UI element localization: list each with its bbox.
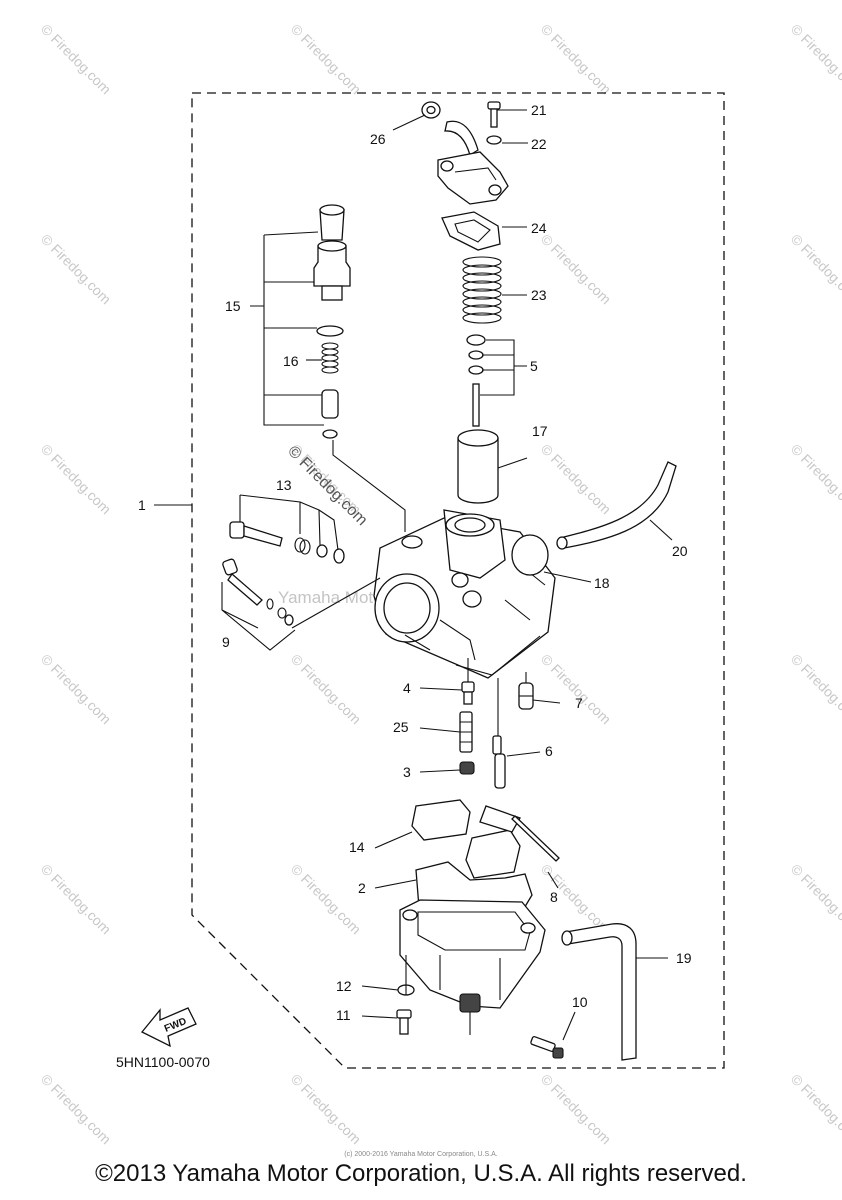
tiny-copyright-note: (c) 2000-2016 Yamaha Motor Corporation, … <box>344 1151 498 1158</box>
watermark: © Firedog.com <box>38 651 114 727</box>
callout-24: 24 <box>531 220 547 236</box>
part-26-hose-nipple <box>421 101 479 157</box>
watermark: © Firedog.com <box>538 441 614 517</box>
callout-10: 10 <box>572 994 588 1010</box>
starter-plunger <box>321 389 339 439</box>
part-5-needle-set <box>466 334 486 427</box>
callout-22: 22 <box>531 136 547 152</box>
watermark: © Firedog.com <box>788 231 842 307</box>
part-24-gasket <box>441 211 501 251</box>
part-19-drain-hose <box>561 923 637 1061</box>
fwd-arrow-icon: FWD <box>140 1007 197 1048</box>
callout-3: 3 <box>403 764 411 780</box>
assembly-boundary <box>191 92 725 1069</box>
leader-lines <box>154 109 673 1041</box>
float-bowl <box>399 899 546 1013</box>
watermark: © Firedog.com <box>788 1071 842 1147</box>
callout-13: 13 <box>276 477 292 493</box>
callout-12: 12 <box>336 978 352 994</box>
copyright-notice: ©2013 Yamaha Motor Corporation, U.S.A. A… <box>95 1160 747 1187</box>
watermark: © Firedog.com <box>38 861 114 937</box>
o-ring <box>316 325 344 337</box>
callout-16: 16 <box>283 353 299 369</box>
diagram-code: 5HN1100-0070 <box>116 1054 210 1070</box>
callout-7: 7 <box>575 695 583 711</box>
part-15-starter-plunger-set <box>313 204 351 337</box>
watermark: © Firedog.com <box>38 231 114 307</box>
callout-8: 8 <box>550 889 558 905</box>
part-8-float-pin <box>511 815 560 862</box>
callouts: 1 2 3 4 5 6 7 8 9 10 11 12 13 14 15 16 1… <box>138 102 692 1023</box>
part-21-screw <box>487 101 501 128</box>
callout-6: 6 <box>545 743 553 759</box>
watermark: © Firedog.com <box>788 441 842 517</box>
callout-20: 20 <box>672 543 688 559</box>
callout-19: 19 <box>676 950 692 966</box>
watermark: © Firedog.com <box>788 21 842 97</box>
watermark: © Firedog.com <box>288 1071 364 1147</box>
callout-9: 9 <box>222 634 230 650</box>
part-13-pilot-screw-set <box>229 521 345 564</box>
part-17-throttle-valve <box>457 429 499 504</box>
watermark: © Firedog.com <box>288 861 364 937</box>
part-20-hose <box>556 461 677 550</box>
part-7-plug <box>518 682 534 710</box>
part-16-spring <box>321 342 339 374</box>
callout-26: 26 <box>370 131 386 147</box>
callout-23: 23 <box>531 287 547 303</box>
callout-17: 17 <box>532 423 548 439</box>
part-3-main-jet <box>459 761 475 775</box>
callout-5: 5 <box>530 358 538 374</box>
part-6-pilot-jet <box>492 735 506 789</box>
callout-15: 15 <box>225 298 241 314</box>
callout-14: 14 <box>349 839 365 855</box>
watermark: © Firedog.com <box>38 21 114 97</box>
part-22-washer <box>486 135 502 145</box>
callout-1: 1 <box>138 497 146 513</box>
watermark: © Firedog.com <box>38 441 114 517</box>
part-23-spring <box>462 256 502 324</box>
top-cover <box>437 151 509 205</box>
part-11-screw <box>396 1009 412 1035</box>
part-25-needle-jet <box>459 711 473 753</box>
part-18-o-ring <box>511 534 549 576</box>
watermark: © Firedog.com <box>288 651 364 727</box>
watermark: © Firedog.com <box>538 231 614 307</box>
watermark: © Firedog.com <box>538 651 614 727</box>
carburetor-body <box>373 509 556 679</box>
watermark: © Firedog.com <box>38 1071 114 1147</box>
callout-11: 11 <box>336 1007 351 1023</box>
callout-2: 2 <box>358 880 366 896</box>
part-10-drain-screw <box>530 1036 564 1059</box>
callout-18: 18 <box>594 575 610 591</box>
callout-25: 25 <box>393 719 409 735</box>
watermark: © Firedog.com <box>538 21 614 97</box>
watermark: © Firedog.com <box>788 651 842 727</box>
part-14-float <box>411 799 521 879</box>
callout-21: 21 <box>531 102 547 118</box>
part-9-throttle-stop-screw <box>222 558 294 626</box>
part-4-jet <box>461 681 475 705</box>
watermark: © Firedog.com <box>288 21 364 97</box>
callout-4: 4 <box>403 680 411 696</box>
watermark: © Firedog.com <box>538 1071 614 1147</box>
watermark: © Firedog.com <box>788 861 842 937</box>
